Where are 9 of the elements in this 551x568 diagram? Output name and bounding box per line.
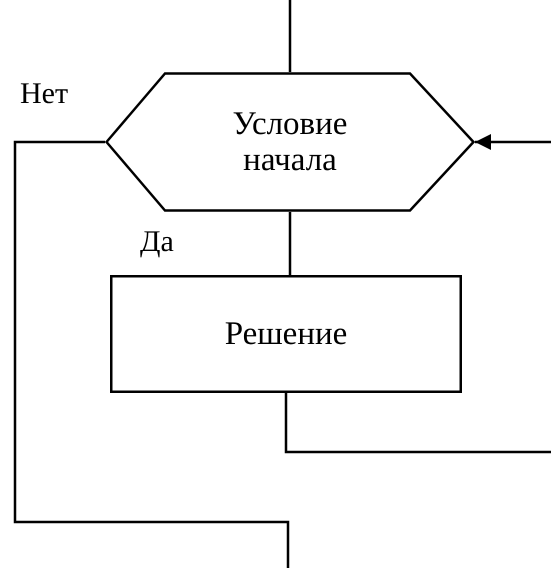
connector-line [288,212,292,275]
condition-hexagon [105,72,475,212]
connector-line [288,0,292,72]
arrow [475,134,551,150]
process-box [110,275,462,393]
node-text: Условие начала [232,106,348,178]
node-text: Решение [224,316,348,352]
connector-line [14,140,290,568]
connector-line [284,393,551,454]
